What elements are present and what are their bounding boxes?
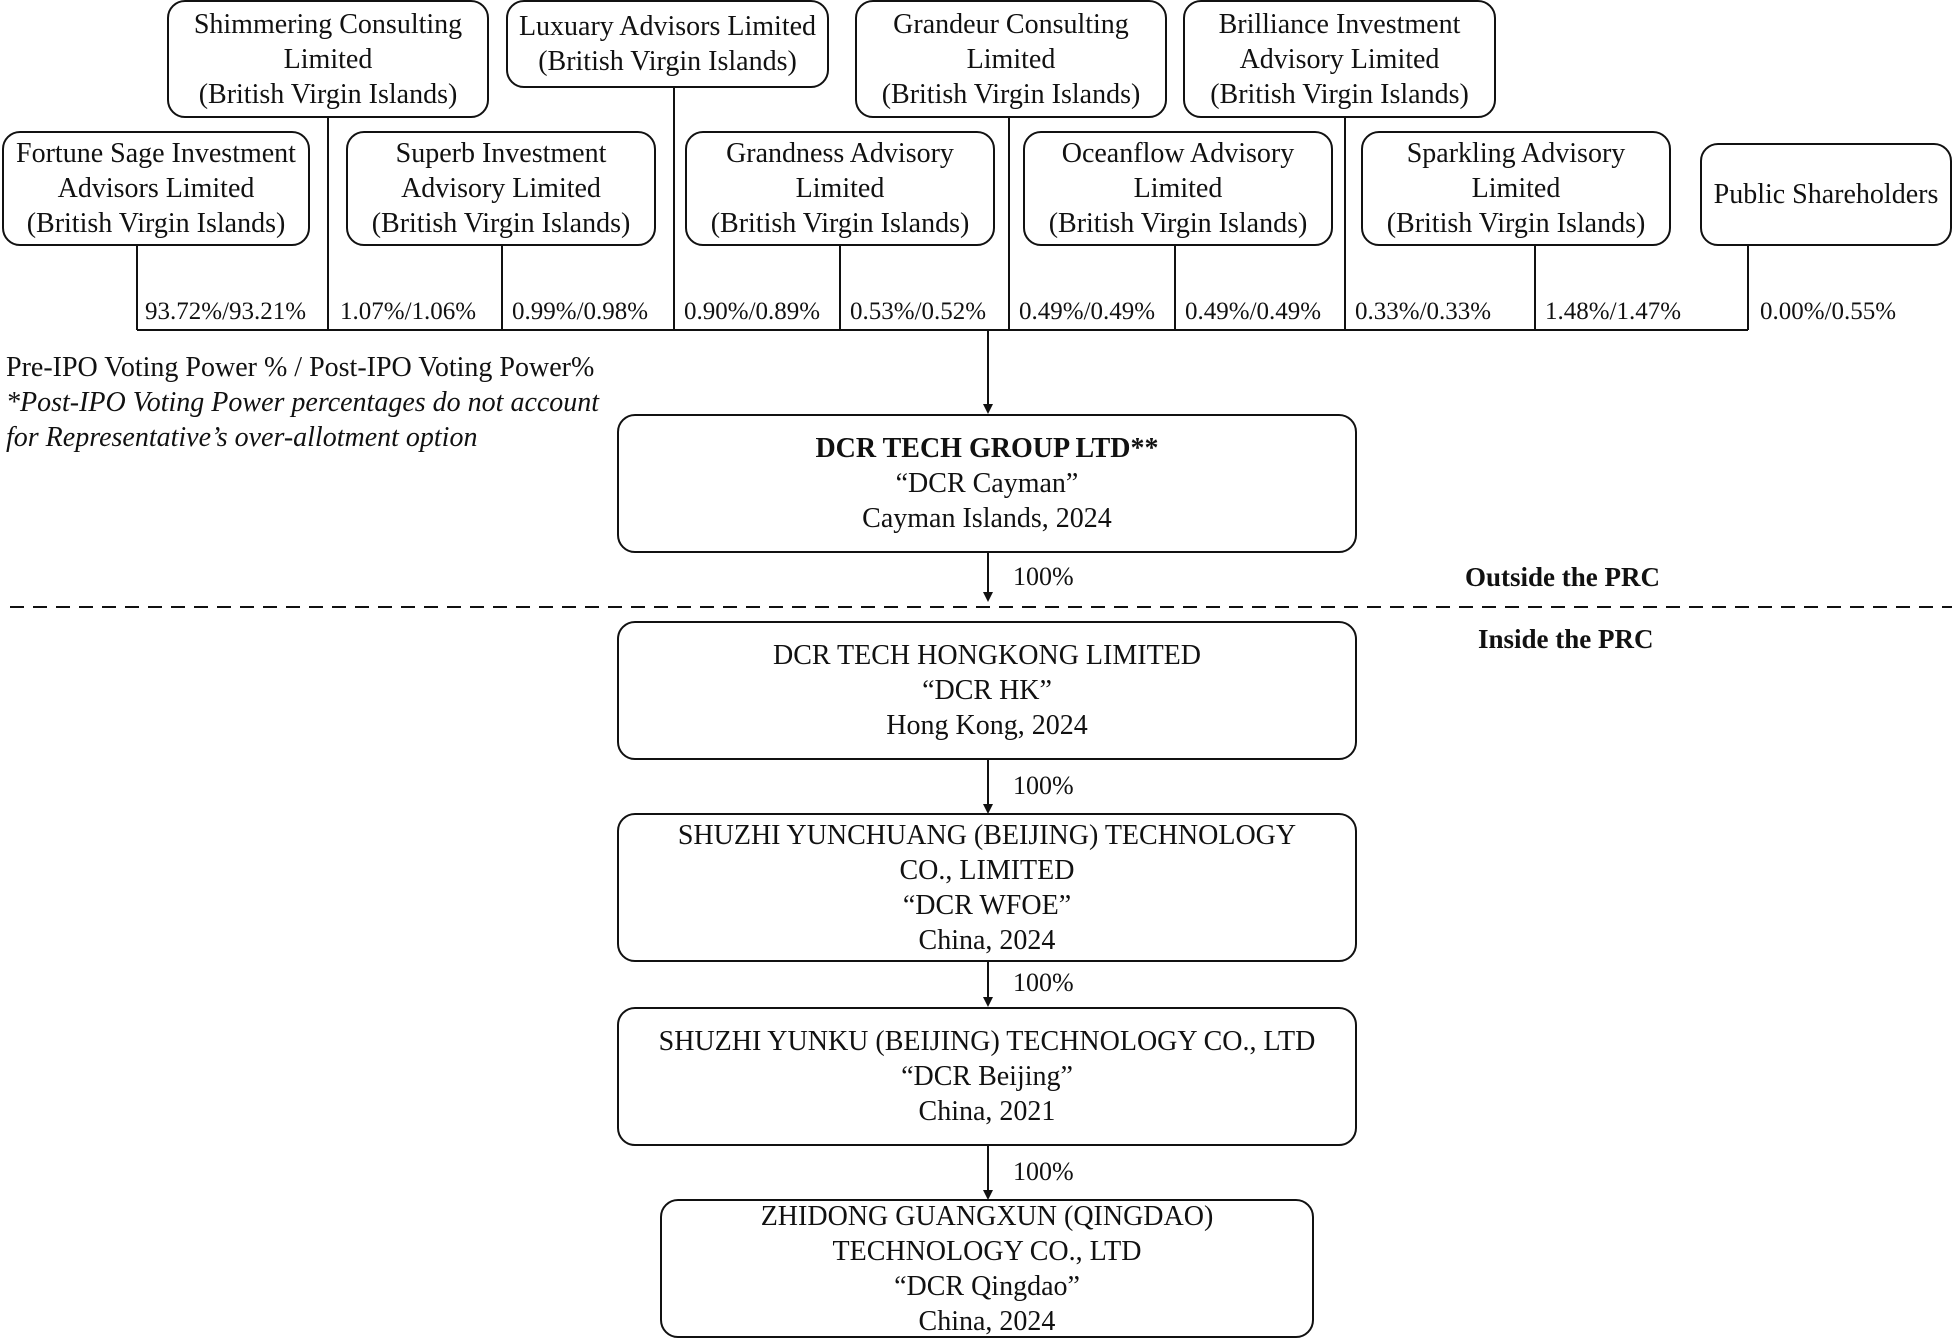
- entity-place: Cayman Islands, 2024: [862, 503, 1112, 534]
- voting-percentage-fortune-sage: 93.72%/93.21%: [145, 298, 307, 325]
- shareholder-name: Limited: [1133, 173, 1223, 204]
- shareholder-name: Advisory Limited: [401, 173, 601, 204]
- shareholder-jurisdiction: (British Virgin Islands): [710, 208, 970, 239]
- shareholder-box-superb: Superb Investment Advisory Limited (Brit…: [346, 131, 656, 246]
- shareholder-box-public: Public Shareholders: [1700, 143, 1952, 246]
- shareholder-box-fortune-sage: Fortune Sage Investment Advisors Limited…: [2, 131, 310, 246]
- ownership-label: 100%: [1013, 1157, 1074, 1186]
- entity-place: China, 2024: [918, 924, 1056, 956]
- shareholder-name: Oceanflow Advisory: [1061, 138, 1295, 169]
- ownership-label: 100%: [1013, 771, 1074, 800]
- entity-name: SHUZHI YUNCHUANG (BEIJING) TECHNOLOGY: [677, 819, 1297, 851]
- entity-place: Hong Kong, 2024: [886, 710, 1088, 741]
- voting-percentage-grandness: 0.53%/0.52%: [850, 298, 987, 325]
- shareholder-name: Limited: [1471, 173, 1561, 204]
- shareholder-jurisdiction: (British Virgin Islands): [1048, 208, 1308, 239]
- voting-percentage-shimmering: 1.07%/1.06%: [340, 298, 477, 325]
- voting-percentage-oceanflow: 0.49%/0.49%: [1185, 298, 1322, 325]
- entity-alias: “DCR HK”: [922, 675, 1052, 706]
- ownership-label: 100%: [1013, 562, 1074, 591]
- shareholder-jurisdiction: (British Virgin Islands): [371, 208, 631, 239]
- shareholder-name: Shimmering Consulting: [193, 8, 463, 40]
- voting-percentage-superb: 0.99%/0.98%: [512, 298, 649, 325]
- shareholder-box-sparkling: Sparkling Advisory Limited (British Virg…: [1361, 131, 1671, 246]
- entity-name: DCR TECH GROUP LTD**: [815, 433, 1159, 464]
- entity-place: China, 2024: [918, 1305, 1056, 1337]
- shareholder-jurisdiction: (British Virgin Islands): [1386, 208, 1646, 239]
- entity-alias: “DCR WFOE”: [902, 889, 1072, 921]
- voting-percentage-grandeur: 0.49%/0.49%: [1019, 298, 1156, 325]
- entity-box-dcr-cayman: DCR TECH GROUP LTD** “DCR Cayman” Cayman…: [617, 414, 1357, 553]
- entity-box-dcr-qingdao: ZHIDONG GUANGXUN (QINGDAO) TECHNOLOGY CO…: [660, 1199, 1314, 1338]
- entity-name: DCR TECH HONGKONG LIMITED: [772, 640, 1201, 671]
- entity-name: SHUZHI YUNKU (BEIJING) TECHNOLOGY CO., L…: [658, 1026, 1316, 1057]
- entity-name: CO., LIMITED: [899, 854, 1075, 886]
- shareholder-box-oceanflow: Oceanflow Advisory Limited (British Virg…: [1023, 131, 1333, 246]
- shareholder-name: Limited: [283, 43, 373, 75]
- voting-power-legend: Pre-IPO Voting Power % / Post-IPO Voting…: [6, 352, 595, 383]
- shareholder-name: Superb Investment: [395, 138, 607, 169]
- shareholder-jurisdiction: (British Virgin Islands): [26, 208, 286, 239]
- shareholder-name: Luxuary Advisors Limited: [518, 11, 817, 42]
- shareholder-name: Public Shareholders: [1713, 179, 1939, 210]
- region-label-outside-prc: Outside the PRC: [1465, 562, 1660, 592]
- entity-place: China, 2021: [918, 1096, 1056, 1127]
- footnote-line: *Post-IPO Voting Power percentages do no…: [6, 387, 600, 418]
- shareholder-name: Limited: [795, 173, 885, 204]
- shareholder-jurisdiction: (British Virgin Islands): [1210, 78, 1469, 110]
- shareholder-jurisdiction: (British Virgin Islands): [198, 78, 458, 110]
- entity-alias: “DCR Cayman”: [895, 468, 1079, 499]
- shareholder-name: Advisory Limited: [1239, 43, 1440, 75]
- voting-percentage-brilliance: 0.33%/0.33%: [1355, 298, 1492, 325]
- voting-percentage-luxuary: 0.90%/0.89%: [684, 298, 821, 325]
- voting-percentage-public: 0.00%/0.55%: [1760, 298, 1897, 325]
- footnote-line: for Representative’s over-allotment opti…: [6, 422, 478, 453]
- entity-box-dcr-beijing: SHUZHI YUNKU (BEIJING) TECHNOLOGY CO., L…: [617, 1007, 1357, 1146]
- shareholder-box-brilliance: Brilliance Investment Advisory Limited (…: [1183, 0, 1496, 118]
- shareholder-jurisdiction: (British Virgin Islands): [538, 46, 797, 77]
- entity-box-dcr-wfoe: SHUZHI YUNCHUANG (BEIJING) TECHNOLOGY CO…: [617, 813, 1357, 962]
- entity-alias: “DCR Qingdao”: [894, 1270, 1080, 1302]
- shareholder-box-grandness: Grandness Advisory Limited (British Virg…: [685, 131, 995, 246]
- shareholder-name: Limited: [966, 43, 1056, 75]
- shareholder-box-grandeur: Grandeur Consulting Limited (British Vir…: [855, 0, 1167, 118]
- shareholder-jurisdiction: (British Virgin Islands): [881, 78, 1141, 110]
- shareholder-name: Advisors Limited: [57, 173, 255, 204]
- shareholder-box-luxuary: Luxuary Advisors Limited (British Virgin…: [506, 0, 829, 88]
- shareholder-name: Grandeur Consulting: [893, 8, 1129, 40]
- shareholder-name: Fortune Sage Investment: [16, 138, 296, 169]
- ownership-label: 100%: [1013, 968, 1074, 997]
- shareholder-box-shimmering: Shimmering Consulting Limited (British V…: [167, 0, 489, 118]
- entity-name: ZHIDONG GUANGXUN (QINGDAO): [760, 1200, 1214, 1232]
- shareholder-name: Grandness Advisory: [726, 138, 954, 169]
- voting-percentage-sparkling: 1.48%/1.47%: [1545, 298, 1682, 325]
- entity-box-dcr-hk: DCR TECH HONGKONG LIMITED “DCR HK” Hong …: [617, 621, 1357, 760]
- entity-name: TECHNOLOGY CO., LTD: [832, 1235, 1142, 1267]
- entity-alias: “DCR Beijing”: [901, 1061, 1073, 1092]
- shareholder-name: Sparkling Advisory: [1406, 138, 1626, 169]
- region-label-inside-prc: Inside the PRC: [1478, 624, 1654, 654]
- shareholder-name: Brilliance Investment: [1218, 8, 1461, 40]
